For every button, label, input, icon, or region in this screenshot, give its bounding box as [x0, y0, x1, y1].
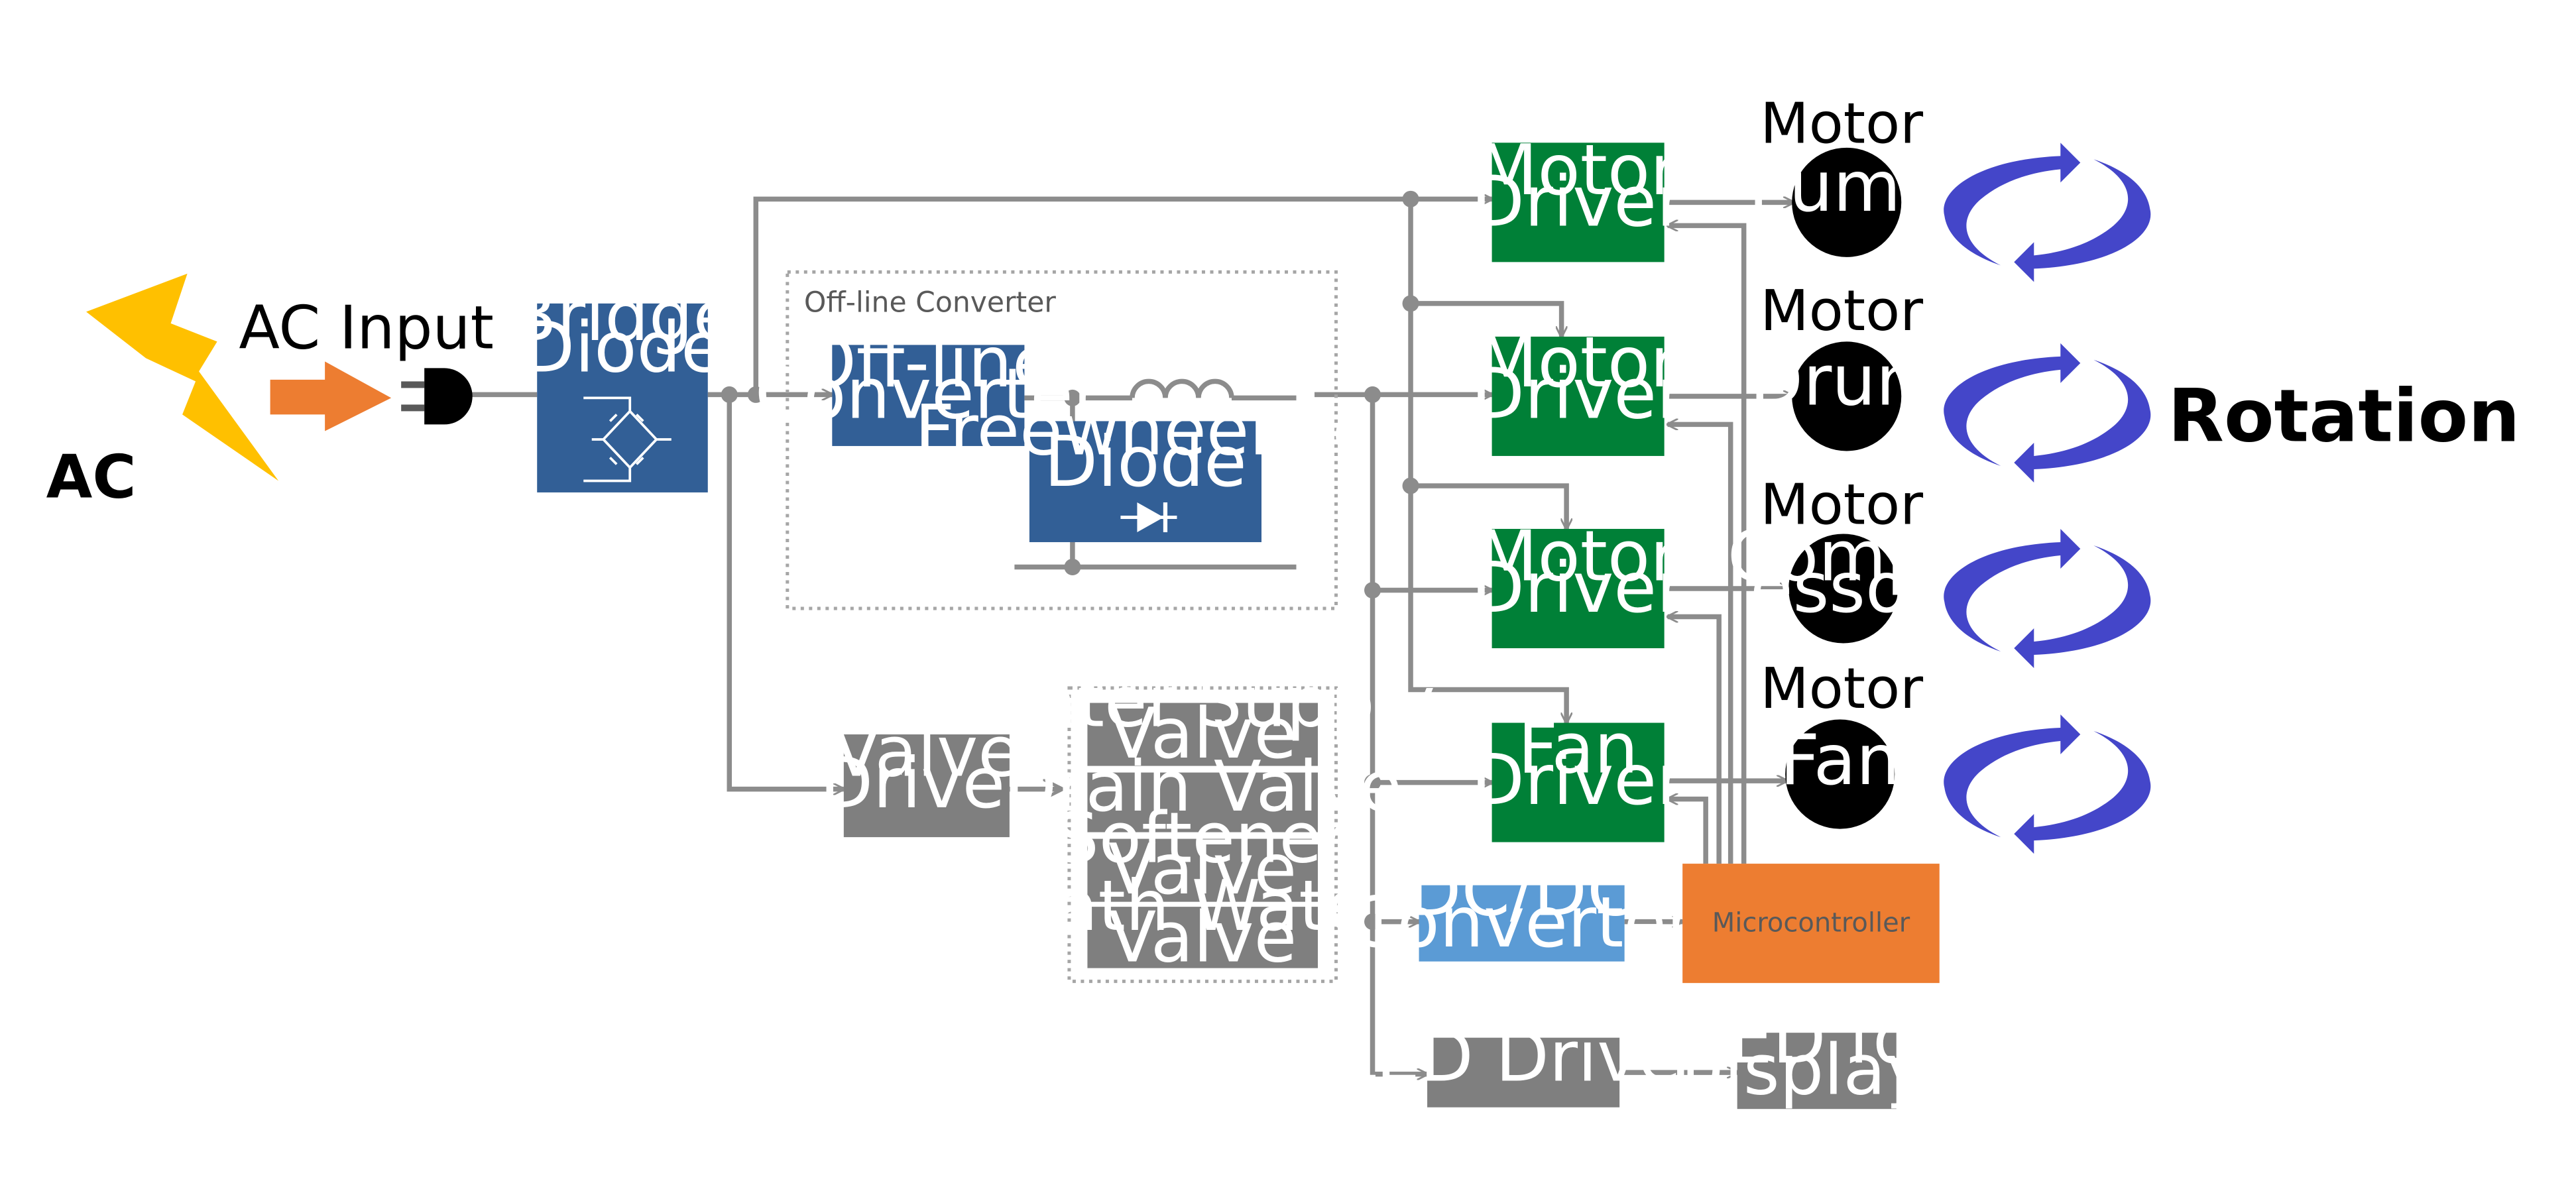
dcdc-converter-label-2: Converter [1348, 882, 1696, 963]
ac-source: AC AC Input [46, 273, 494, 512]
motor-driver-drum-label-2: Driver [1471, 353, 1686, 434]
freewheeling-diode-label-2: Diode [1044, 422, 1247, 502]
led-displays-block [1737, 1033, 1897, 1110]
dcdc-converter-label-1: DC/DC [1408, 851, 1636, 932]
motor-heading: Motor [1760, 278, 1923, 344]
microcontroller-label: Microcontroller [1712, 908, 1910, 939]
rotation-arrows-icon [1944, 343, 2151, 483]
softener-valve [1087, 838, 1318, 902]
rotation-arrows-icon [1944, 714, 2151, 854]
bath-water-valve [1087, 907, 1318, 968]
drain-valve-label: Drain Valve [1003, 746, 1401, 827]
rotation-arrows-icon [1944, 142, 2151, 282]
water-supply-valve [1087, 703, 1318, 766]
offline-converter-group: Off-line Converter Off-line Converter Fr… [755, 270, 1376, 610]
bridge-diode-block: Bridge Diode [509, 276, 736, 492]
valve-driver-label-1: Valve [833, 712, 1021, 793]
lightning-bolt-icon [86, 273, 279, 481]
rotation-arrows-icon [1944, 528, 2151, 669]
motor-heading: Motor [1760, 472, 1923, 538]
freewheeling-diode-label-1: Freewheeling [915, 390, 1376, 471]
motor-driver-drum-label-1: Motor [1478, 322, 1679, 403]
plug-icon [401, 368, 473, 425]
motor-driver-compressor-label-1: Motor [1478, 516, 1679, 597]
led-driver-label: LED Driver [1337, 1017, 1710, 1098]
fan-driver-label-2: Driver [1471, 740, 1686, 821]
diode-icon [1120, 502, 1177, 532]
bridge-diode-label-1: Bridge [509, 276, 736, 357]
motor-name: Pump [1748, 146, 1945, 227]
fan-driver [1492, 722, 1665, 842]
motor-name: Fan [1780, 720, 1901, 801]
valve-driver-label-2: Driver [819, 743, 1034, 824]
offline-converter-label-2: Converter [755, 353, 1102, 434]
offline-converter-block [832, 345, 1025, 446]
water-supply-valve-label-1: Water Supply [970, 662, 1435, 743]
wiring [469, 190, 1794, 1074]
led-displays-label-2: Displays [1670, 1030, 1963, 1111]
microcontroller-block [1682, 864, 1940, 984]
motor-heading: Motor [1760, 91, 1923, 156]
valve-section: Valve Driver Water Supply Valve Drain Va… [819, 662, 1435, 984]
bridge-diode-label-2: Diode [521, 307, 724, 388]
motor-driver-drum [1492, 336, 1665, 456]
bridge-rectifier-icon [583, 396, 672, 483]
motor-name-line-2: essor [1750, 547, 1937, 628]
motor-driver-pump [1492, 142, 1665, 262]
motor-drivers: Motor Driver Motor Driver Motor Driver F… [1471, 130, 1686, 842]
ac-label: AC [46, 442, 137, 512]
motor-drum: Motor Drum [1749, 278, 1944, 451]
bath-water-valve-label-2: Valve [1108, 897, 1297, 978]
motor-pump: Motor Pump [1748, 91, 1945, 257]
motor-driver-compressor-label-2: Driver [1471, 547, 1686, 628]
water-supply-valve-label-2: Valve [1108, 693, 1297, 774]
softener-valve-label-2: Valve [1108, 829, 1297, 910]
offline-group-title: Off-line Converter [804, 286, 1056, 319]
rotation-icons [1944, 142, 2151, 854]
drain-valve [1087, 772, 1318, 832]
motor-heading: Motor [1760, 656, 1923, 722]
dcdc-converter-block [1419, 885, 1625, 962]
led-driver-block [1427, 1037, 1620, 1108]
motor-driver-pump-label-2: Driver [1471, 161, 1686, 242]
motor-name: Drum [1749, 340, 1944, 421]
led-displays-label-1: LED for [1690, 998, 1944, 1079]
motor-compressor: Motor Compr essor [1727, 472, 1960, 644]
motor-driver-pump-label-1: Motor [1478, 130, 1679, 211]
valve-driver-block [843, 734, 1010, 838]
motors: Motor Pump Motor Drum Motor Compr essor … [1727, 91, 1960, 829]
ac-input-arrow [270, 361, 392, 431]
rotation-label: Rotation [2168, 373, 2520, 458]
control-section: DC/DC Converter Microcontroller LED Driv… [1337, 851, 1963, 1111]
softener-valve-label-1: Softener [1055, 798, 1351, 879]
motor-name-line-1: Compr [1727, 516, 1960, 597]
ac-input-label: AC Input [239, 293, 494, 363]
bath-water-valve-label-1: Bath Water [1008, 866, 1398, 946]
motor-fan: Motor Fan [1760, 656, 1923, 829]
offline-converter-label-1: Off-line [801, 322, 1055, 403]
fan-driver-label-1: Fan [1518, 709, 1639, 789]
motor-driver-compressor [1492, 528, 1665, 649]
